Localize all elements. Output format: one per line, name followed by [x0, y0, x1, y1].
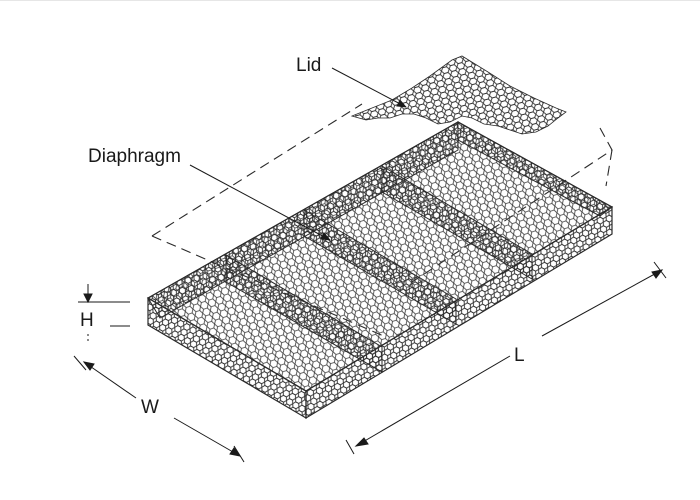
width-dimension — [73, 355, 245, 463]
lid-label: Lid — [296, 55, 322, 76]
height-dimension — [78, 284, 130, 342]
lid-leader — [331, 67, 407, 108]
height-label: H — [80, 310, 94, 331]
length-label: L — [514, 345, 525, 366]
mattress-right-wall — [457, 121, 613, 217]
width-label: W — [141, 397, 159, 418]
diaphragm-2 — [303, 209, 457, 325]
diaphragm-leader — [189, 164, 331, 241]
length-dimension — [345, 261, 667, 455]
diaphragms — [225, 165, 533, 373]
lid-mesh — [350, 55, 567, 135]
diaphragm-label: Diaphragm — [88, 146, 181, 167]
top-border — [0, 0, 700, 1]
diaphragm-3 — [381, 165, 533, 280]
diaphragm-1 — [225, 254, 383, 373]
